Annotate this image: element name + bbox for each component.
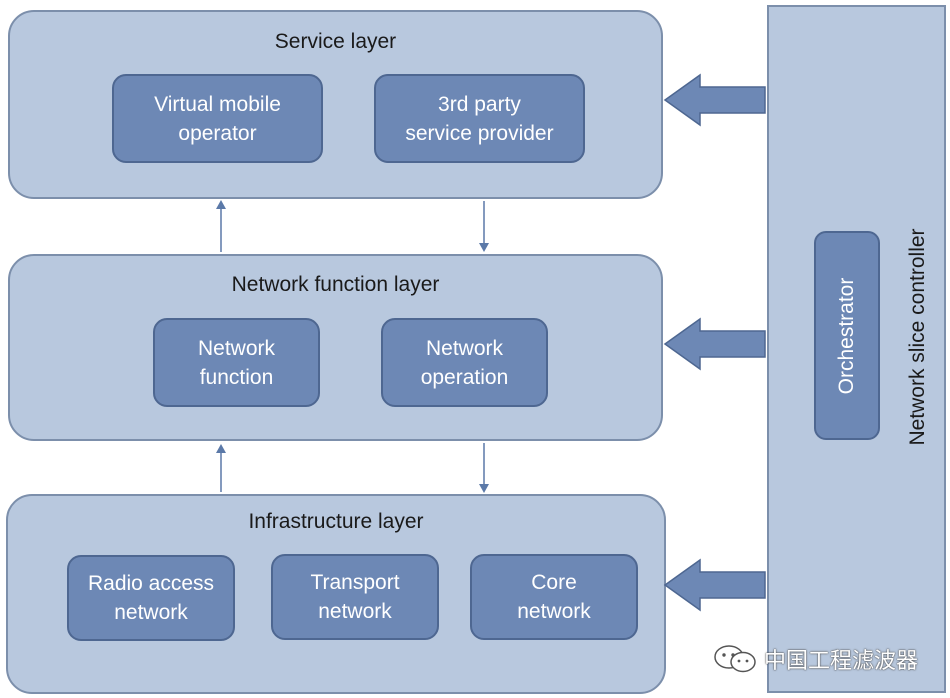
transport-network-box: Transport network [271,554,439,640]
core-network-label: Core network [517,571,591,623]
third-party-service-provider-label: 3rd party service provider [405,92,554,145]
network-operation-box: Network operation [381,318,548,407]
transport-network-label: Transport network [310,571,400,623]
network-operation-label: Network operation [420,336,509,389]
connector-up-arrowhead [216,444,226,453]
wechat-icon [714,645,756,673]
radio-access-network-box: Radio access network [67,555,235,641]
service-layer-title: Service layer [274,30,397,53]
virtual-mobile-operator-box: Virtual mobile operator [112,74,323,163]
controller-to-infrastructure-arrow [663,558,766,612]
network-function-label: Network function [197,336,276,389]
orchestrator-box [814,231,880,440]
connector-arrows [216,200,489,493]
controller-to-network-function-arrow [663,317,766,371]
virtual-mobile-operator-label: Virtual mobile operator [154,92,281,145]
network-function-layer-title: Network function layer [231,273,440,296]
watermark: 中国工程滤波器 [712,643,918,675]
watermark-text: 中国工程滤波器 [764,648,919,673]
core-network-box: Core network [470,554,638,640]
network-function-box: Network function [153,318,320,407]
network-function-layer: Network function layer [8,254,663,441]
connector-down-arrowhead [479,243,489,252]
radio-access-network-label: Radio access network [87,572,215,624]
connector-up-arrowhead [216,200,226,209]
third-party-service-provider-box: 3rd party service provider [374,74,585,163]
controller-to-service-arrow [663,73,766,127]
infrastructure-layer-title: Infrastructure layer [248,510,424,533]
connector-down-arrowhead [479,484,489,493]
